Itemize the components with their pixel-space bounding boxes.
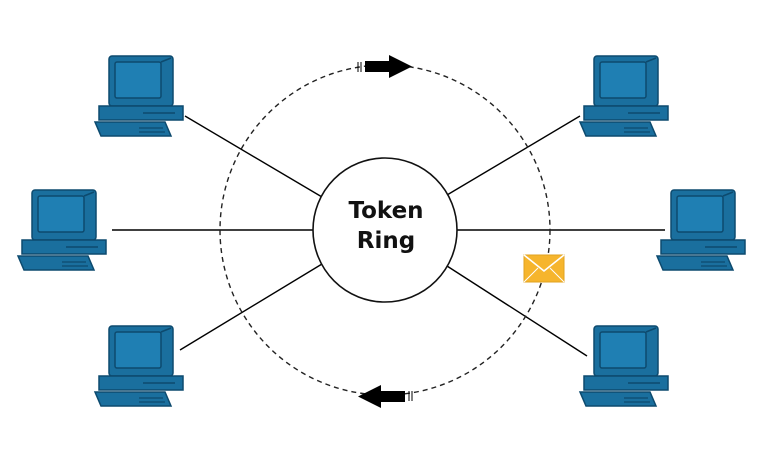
envelope-icon <box>523 254 565 283</box>
link-bottom-left <box>179 263 323 351</box>
hub-label-line2: Ring <box>356 228 416 254</box>
hub-circle <box>312 157 458 303</box>
link-top-left <box>184 115 323 198</box>
link-bottom-right <box>446 265 588 357</box>
desktop-computer-icon <box>94 325 184 407</box>
arrow-icon <box>357 55 412 78</box>
desktop-computer-icon <box>656 189 746 271</box>
link-top-right <box>446 115 581 196</box>
desktop-computer-icon <box>94 55 184 137</box>
hub-label-line1: Token <box>348 198 424 224</box>
hub-label: Token Ring <box>314 196 458 256</box>
desktop-computer-icon <box>579 55 669 137</box>
arrow-icon <box>358 385 413 408</box>
desktop-computer-icon <box>579 325 669 407</box>
desktop-computer-icon <box>17 189 107 271</box>
connection-lines <box>112 115 665 357</box>
